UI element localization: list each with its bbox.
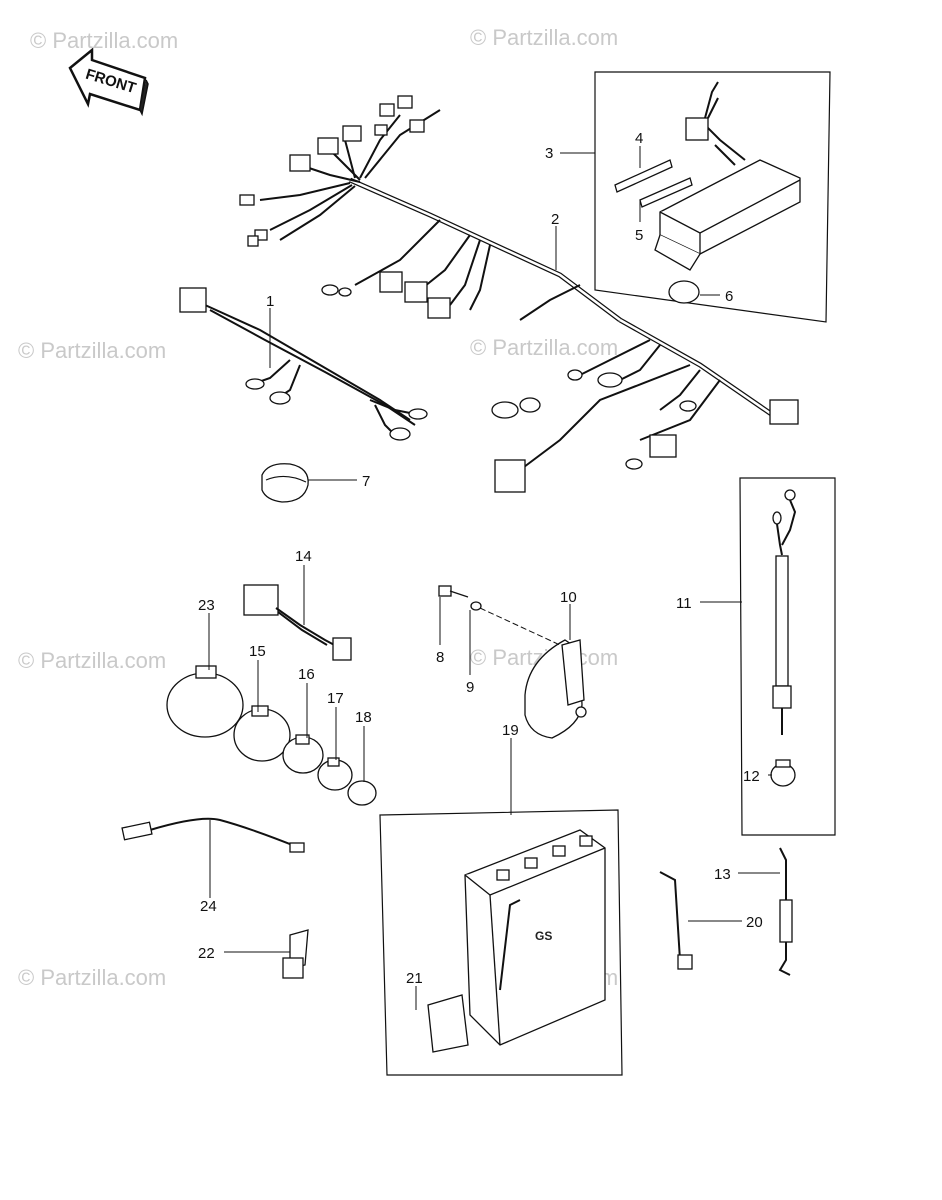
connector-f bbox=[409, 119, 425, 133]
connector-i bbox=[254, 229, 268, 241]
watermark-1: © Partzilla.com bbox=[30, 28, 178, 53]
callout-17: 17 bbox=[327, 690, 344, 707]
terminal-d bbox=[567, 369, 583, 381]
relay-assembly-box bbox=[594, 71, 831, 323]
part-22 bbox=[282, 929, 309, 979]
callout-24: 24 bbox=[200, 898, 217, 915]
bolt-8 bbox=[438, 585, 452, 597]
spring-13 bbox=[779, 899, 793, 943]
callout-13: 13 bbox=[714, 866, 731, 883]
clamp-23-buckle bbox=[195, 665, 217, 679]
part-7 bbox=[261, 463, 309, 503]
callout-7: 7 bbox=[362, 473, 370, 490]
callout-15: 15 bbox=[249, 643, 266, 660]
terminal-c bbox=[597, 372, 623, 388]
callout-4: 4 bbox=[635, 130, 643, 147]
clamp-23 bbox=[166, 672, 244, 738]
callout-12: 12 bbox=[743, 768, 760, 785]
clamp-16-buckle bbox=[295, 734, 310, 745]
connector-m bbox=[427, 297, 451, 319]
callout-5: 5 bbox=[635, 227, 643, 244]
cable-11 bbox=[775, 555, 789, 687]
watermark-5: © Partzilla.com bbox=[18, 648, 166, 673]
leader-lines bbox=[208, 146, 780, 1010]
clamp-17-buckle bbox=[327, 757, 340, 767]
tube-24 bbox=[121, 817, 305, 853]
terminal-h bbox=[625, 458, 643, 470]
connector-p bbox=[494, 459, 526, 493]
sub-wiring-harness bbox=[179, 287, 428, 441]
callout-8: 8 bbox=[436, 649, 444, 666]
fuse-5 bbox=[639, 177, 693, 208]
callout-23: 23 bbox=[198, 597, 215, 614]
connector-c bbox=[342, 125, 362, 142]
parts-13-20 bbox=[659, 847, 793, 976]
battery-box: GS bbox=[379, 809, 623, 1076]
callout-16: 16 bbox=[298, 666, 315, 683]
connector-o bbox=[649, 434, 677, 458]
terminal-a bbox=[321, 284, 339, 296]
clamps bbox=[166, 665, 377, 806]
callout-11: 11 bbox=[676, 595, 692, 612]
part-14-connector bbox=[332, 637, 352, 661]
terminal-k bbox=[408, 408, 428, 420]
washer-9 bbox=[470, 601, 482, 611]
connector-h bbox=[239, 194, 255, 206]
callout-6: 6 bbox=[725, 288, 733, 305]
connector-k bbox=[379, 271, 403, 293]
decal-21 bbox=[427, 994, 469, 1053]
connector-a bbox=[289, 154, 311, 172]
connector-b bbox=[317, 137, 339, 155]
terminal-e bbox=[491, 401, 519, 419]
terminal-j bbox=[269, 391, 291, 405]
connector-d bbox=[379, 103, 395, 117]
watermark-2: © Partzilla.com bbox=[470, 25, 618, 50]
connector-e bbox=[397, 95, 413, 109]
callout-9: 9 bbox=[466, 679, 474, 696]
damper-6 bbox=[668, 280, 700, 304]
callout-21: 21 bbox=[406, 970, 423, 987]
callout-3: 3 bbox=[545, 145, 553, 162]
watermark-7: © Partzilla.com bbox=[18, 965, 166, 990]
callout-14: 14 bbox=[295, 548, 312, 565]
part-14 bbox=[243, 584, 352, 661]
clamp-15-buckle bbox=[251, 705, 269, 717]
watermarks: © Partzilla.com © Partzilla.com © Partzi… bbox=[18, 25, 618, 990]
callout-18: 18 bbox=[355, 709, 372, 726]
cable-box bbox=[739, 477, 836, 836]
clamp-18 bbox=[347, 780, 377, 806]
terminal-i bbox=[245, 378, 265, 390]
callout-10: 10 bbox=[560, 589, 577, 606]
callout-labels: 1 2 3 4 5 6 7 8 9 10 11 12 13 14 15 16 1… bbox=[198, 130, 763, 987]
terminal-b bbox=[338, 287, 352, 297]
callout-20: 20 bbox=[746, 914, 763, 931]
connector-g bbox=[374, 124, 388, 136]
fuse-4 bbox=[614, 159, 673, 193]
bracket-assembly bbox=[438, 585, 587, 739]
terminal-f bbox=[519, 397, 541, 413]
clamp-15 bbox=[233, 708, 291, 762]
main-wiring-harness bbox=[239, 95, 799, 493]
callout-19: 19 bbox=[502, 722, 519, 739]
watermark-4: © Partzilla.com bbox=[470, 335, 618, 360]
watermark-3: © Partzilla.com bbox=[18, 338, 166, 363]
callout-2: 2 bbox=[551, 211, 559, 228]
connector-l bbox=[404, 281, 428, 303]
connector-n bbox=[769, 399, 799, 425]
connector-q bbox=[179, 287, 207, 313]
connector-j bbox=[247, 235, 259, 247]
callout-22: 22 bbox=[198, 945, 215, 962]
front-arrow: FRONT bbox=[68, 47, 149, 117]
callout-1: 1 bbox=[266, 293, 274, 310]
relay-connector bbox=[685, 117, 709, 141]
part-14-block bbox=[243, 584, 279, 616]
cable-11-boot bbox=[772, 685, 792, 709]
terminal-l bbox=[389, 427, 411, 441]
terminal-g bbox=[679, 400, 697, 412]
battery-logo: GS bbox=[535, 929, 552, 943]
